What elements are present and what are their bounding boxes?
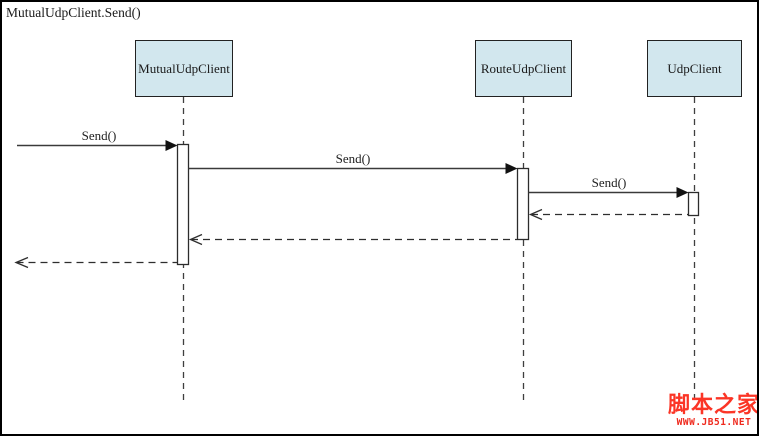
watermark: 脚本之家 WWW.JB51.NET <box>668 392 759 428</box>
watermark-site-url: WWW.JB51.NET <box>676 417 752 428</box>
watermark-site-name: 脚本之家 <box>668 392 759 417</box>
activation-bar-mutualudpclient <box>176 143 190 266</box>
activation-bar-udpclient <box>687 191 700 217</box>
actor-box-udpclient: UdpClient <box>647 40 742 97</box>
actor-label: UdpClient <box>667 60 722 76</box>
actor-box-routeudpclient: RouteUdpClient <box>475 40 572 97</box>
return-arrow-udpclient-to-routeudpclient <box>528 208 688 221</box>
filled-arrowhead-icon <box>505 163 518 174</box>
diagram-title: MutualUdpClient.Send() <box>6 5 141 20</box>
actor-label: MutualUdpClient <box>138 60 230 76</box>
call-arrow-routeudpclient-to-udpclient <box>528 187 689 198</box>
open-arrowhead-icon <box>188 233 203 246</box>
open-arrowhead-icon <box>14 256 29 269</box>
call-arrow-mutualudpclient-to-routeudpclient <box>188 163 518 174</box>
return-arrow-routeudpclient-to-mutualudpclient <box>188 233 517 246</box>
activation-bar-routeudpclient <box>516 167 530 241</box>
message-label-send-1: Send() <box>81 128 117 143</box>
filled-arrowhead-icon <box>165 140 178 151</box>
open-arrowhead-icon <box>528 208 543 221</box>
actor-box-mutualudpclient: MutualUdpClient <box>135 40 233 97</box>
filled-arrowhead-icon <box>676 187 689 198</box>
message-label-send-3: Send() <box>591 175 627 190</box>
actor-label: RouteUdpClient <box>480 60 567 76</box>
message-label-send-2: Send() <box>335 151 371 166</box>
return-arrow-mutualudpclient-to-external <box>14 256 178 269</box>
call-arrow-external-to-mutualudpclient <box>17 140 178 151</box>
